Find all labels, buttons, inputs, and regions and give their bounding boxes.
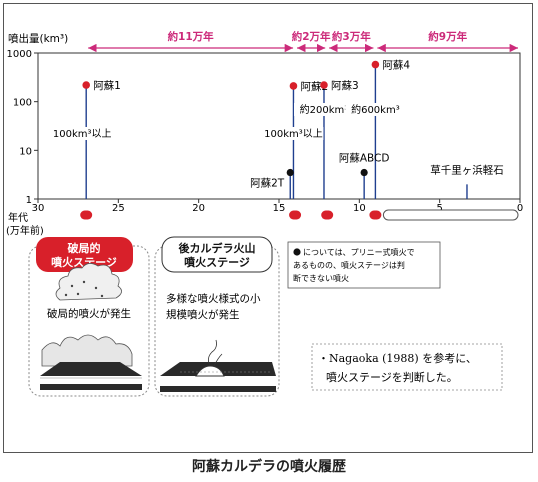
- x-tick-label: 25: [112, 203, 125, 214]
- figure-caption: 阿蘇カルデラの噴火履歴: [192, 459, 346, 475]
- post-caldera-desc-1: 多様な噴火様式の小: [166, 292, 261, 305]
- y-axis: 1000 100 10 1: [7, 49, 38, 206]
- destructive-stage-badge: [36, 237, 133, 272]
- y-tick-label: 10: [19, 146, 32, 157]
- eruption-marker-red: [371, 60, 380, 69]
- period-label: 約11万年: [168, 30, 215, 43]
- eruption-marker-black: [286, 168, 294, 177]
- y-tick-label: 1: [26, 195, 32, 206]
- plinian-note-2: あるものの、噴火ステージは判: [293, 260, 405, 270]
- plinian-note-3: 断できない噴火: [293, 273, 349, 283]
- post-caldera-illustration: [160, 339, 276, 392]
- annotation-bg: [56, 127, 117, 140]
- plinian-note-box: [287, 241, 441, 289]
- x-tick-label: 30: [32, 203, 45, 214]
- period-label: 約9万年: [428, 30, 467, 43]
- x-tick-label: 20: [192, 203, 205, 214]
- period-arrows: 約11万年 約2万年約3万年 約9万年: [88, 30, 518, 53]
- x-axis: 30 25 20 15 10 5 0: [32, 199, 523, 214]
- event-label: 阿蘇1: [93, 79, 121, 92]
- eruption-marker-red: [289, 82, 298, 90]
- annotation-bg: [263, 127, 324, 140]
- y-tick-label: 100: [13, 98, 32, 109]
- post-caldera-period-bar: [382, 209, 519, 221]
- volume-annotation: 約600km³: [351, 103, 400, 116]
- destructive-stage-title-1: 破局的: [68, 241, 101, 255]
- event-stems: [85, 64, 468, 199]
- caldera-eruption-illustration: [40, 263, 142, 390]
- eruption-marker-red: [82, 81, 90, 89]
- volume-annotation: 100km³以上: [264, 128, 323, 140]
- eruption-marker-black: [360, 168, 368, 177]
- x-axis-label: 年代: [8, 211, 28, 224]
- period-label: 約2万年: [292, 30, 331, 43]
- eruption-marker-red: [320, 81, 328, 89]
- x-tick-label: 15: [273, 203, 286, 214]
- plinian-note-1: については、プリニー式噴火で: [303, 247, 415, 257]
- volume-annotation: 約200km³: [300, 103, 349, 116]
- caldera-eruption-dot: [289, 210, 302, 220]
- volume-annotations: 100km³以上 約200km³ 100km³以上 約600km³: [53, 103, 406, 140]
- post-caldera-stage-badge: [161, 236, 273, 273]
- y-axis-title: 噴出量(km³): [8, 32, 68, 45]
- event-label: 阿蘇4: [382, 59, 410, 72]
- destructive-stage-desc: 破局的噴火が発生: [47, 307, 131, 320]
- reference-note-box: [311, 343, 503, 391]
- event-label: 阿蘇3: [331, 79, 359, 92]
- annotation-bg: [345, 103, 406, 116]
- annotation-bg: [293, 103, 354, 116]
- event-label: 阿蘇2T: [250, 177, 285, 190]
- x-axis-unit: (万年前): [6, 224, 44, 237]
- reference-note-2: 噴火ステージを判断した。: [326, 370, 458, 384]
- reference-note-1: ・Nagaoka (1988) を参考に、: [318, 351, 477, 365]
- volume-annotation: 100km³以上: [53, 128, 112, 140]
- caldera-eruption-dot: [369, 210, 382, 220]
- black-marker-swatch: [293, 248, 301, 256]
- post-caldera-stage-title-1: 後カルデラ火山: [179, 241, 256, 255]
- x-tick-label: 10: [353, 203, 366, 214]
- x-tick-label: 5: [436, 203, 442, 214]
- post-caldera-stage-title-2: 噴火ステージ: [184, 255, 250, 269]
- y-tick-label: 1000: [7, 49, 32, 60]
- stage-timeline: [80, 209, 519, 221]
- event-label: 草千里ヶ浜軽石: [430, 164, 504, 176]
- event-label: 阿蘇ABCD: [339, 152, 390, 165]
- x-tick-label: 0: [517, 203, 523, 214]
- caldera-eruption-dot: [321, 210, 334, 220]
- caldera-eruption-dot: [80, 210, 93, 220]
- period-label: 約3万年: [332, 30, 371, 43]
- post-caldera-desc-2: 規模噴火が発生: [166, 308, 240, 321]
- figure-frame: [3, 3, 533, 453]
